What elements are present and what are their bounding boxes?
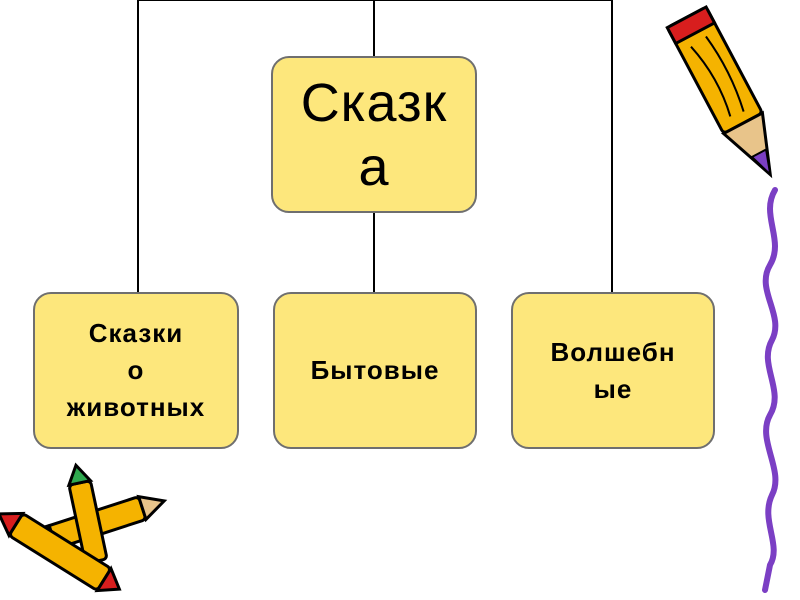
- diagram-canvas: Сказк а Сказки о животных Бытовые Волшеб…: [0, 0, 800, 600]
- crayons-icon: [0, 0, 800, 600]
